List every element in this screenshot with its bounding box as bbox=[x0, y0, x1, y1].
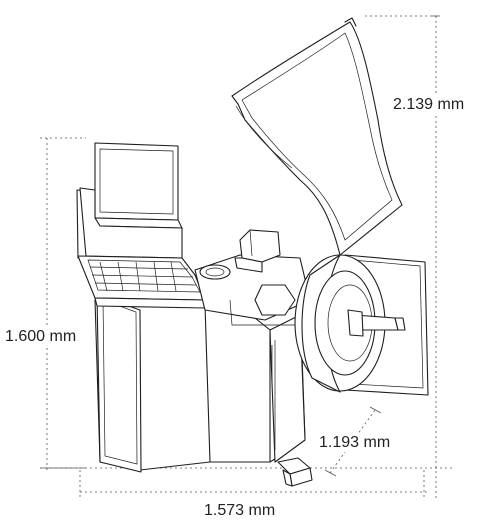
foot-pedal bbox=[277, 457, 313, 487]
total-height-label: 2.139 mm bbox=[392, 96, 466, 114]
wheel bbox=[294, 254, 406, 393]
weight-tray bbox=[77, 255, 206, 309]
cabinet bbox=[76, 189, 306, 473]
top-deck bbox=[194, 229, 311, 326]
width-label: 1.573 mm bbox=[203, 502, 277, 520]
wheel-hood bbox=[231, 17, 403, 256]
monitor bbox=[79, 142, 183, 259]
cabinet-height-label: 1.600 mm bbox=[4, 328, 78, 346]
depth-label: 1.193 mm bbox=[318, 434, 392, 452]
